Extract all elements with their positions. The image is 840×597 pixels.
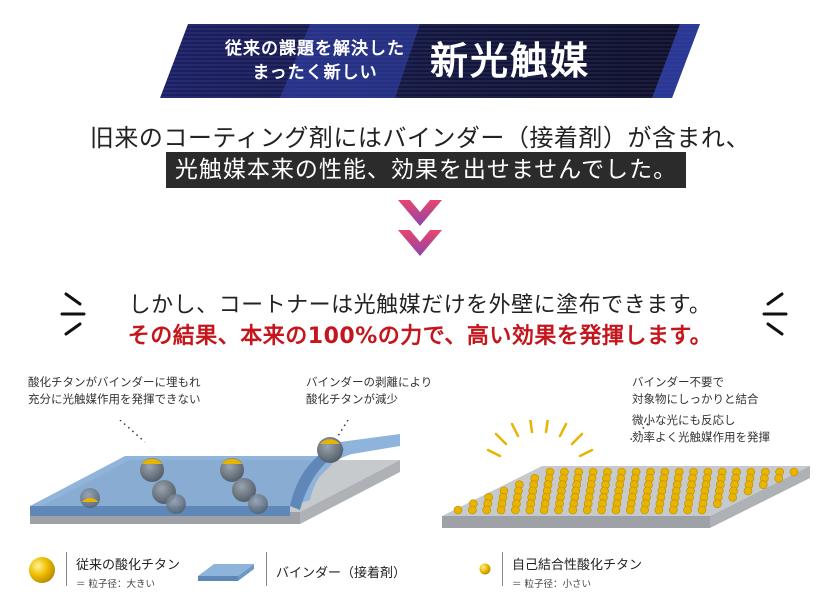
small-particle [789, 467, 799, 477]
legend-item-conventional: 従来の酸化チタン ＝ 粒子径：大きい [76, 554, 180, 590]
small-particle [774, 473, 784, 483]
legend-self-bonding-title: 自己結合性酸化チタン [512, 558, 643, 573]
small-particle [568, 505, 578, 515]
small-particle [758, 480, 768, 489]
small-particle [453, 505, 463, 515]
small-particle [511, 505, 520, 515]
banner-background [160, 24, 700, 98]
legend-conventional-title: 従来の酸化チタン [76, 558, 181, 573]
legend-item-self-bonding: 自己結合性酸化チタン ＝ 粒子径：小さい [512, 554, 642, 590]
legend-binder-title: バインダー（接着剤） [276, 566, 407, 581]
statement-line1: 旧来のコーティング剤にはバインダー（接着剤）が含まれ、 [89, 124, 751, 152]
small-particle [712, 499, 722, 508]
legend-divider [66, 552, 67, 586]
down-chevron-icon [398, 200, 442, 256]
small-particle [554, 505, 563, 515]
note-no-binder: バインダー不要で 対象物にしっかりと結合 [632, 375, 759, 406]
small-particle [654, 505, 664, 515]
self-bonding-particles [453, 467, 799, 515]
small-particle [468, 505, 477, 515]
small-particle [683, 505, 692, 515]
small-particle [539, 505, 549, 515]
note-binder-peeling: バインダーの剥離により 酸化チタンが減少 [306, 375, 433, 406]
statement-line2-highlight: 光触媒本来の性能、効果を出せませんでした。 [166, 152, 686, 188]
emphasis-lines-right-icon [762, 292, 788, 336]
small-particle [640, 505, 649, 515]
hero-banner: 従来の課題を解決した まったく新しい 新光触媒 [160, 24, 700, 98]
small-particle [728, 493, 738, 502]
emphasis-lines-left-icon [60, 292, 86, 336]
light-rays-icon [486, 420, 594, 458]
binder-swatch-icon [198, 564, 254, 581]
statement-line4-emphasis: その結果、本来の100%の力で、高い効果を発揮します。 [127, 324, 713, 349]
banner-subtitle-line1: 従来の課題を解決した [225, 39, 405, 59]
banner-subtitle: 従来の課題を解決した まったく新しい [210, 37, 420, 85]
small-particle [669, 505, 678, 515]
small-particle [611, 505, 621, 515]
small-particle [582, 505, 592, 515]
note-efficient: 微小な光にも反応し 効率よく光触媒作用を発揮 [632, 413, 770, 444]
small-particle [743, 486, 753, 496]
small-particle [496, 505, 506, 515]
note-binder-buried: 酸化チタンがバインダーに埋もれ 充分に光触媒作用を発揮できない [28, 375, 201, 406]
new-catalyst-diagram [442, 420, 810, 528]
small-particle [697, 505, 707, 515]
statement-line3: しかし、コートナーは光触媒だけを外壁に塗布できます。 [128, 293, 712, 318]
small-particle [482, 505, 492, 515]
large-particle-icon [29, 557, 55, 583]
small-particle [597, 505, 606, 515]
legend-divider [266, 552, 267, 586]
small-particle [525, 505, 535, 515]
small-particle-icon [479, 563, 491, 575]
legend-divider [502, 552, 503, 586]
legend-conventional-sub: ＝ 粒子径：大きい [76, 579, 156, 590]
banner-title: 新光触媒 [430, 39, 591, 83]
conventional-coating-diagram [30, 420, 400, 524]
legend-self-bonding-sub: ＝ 粒子径：小さい [512, 579, 592, 590]
banner-subtitle-line2: まったく新しい [252, 63, 378, 83]
small-particle [625, 505, 635, 515]
